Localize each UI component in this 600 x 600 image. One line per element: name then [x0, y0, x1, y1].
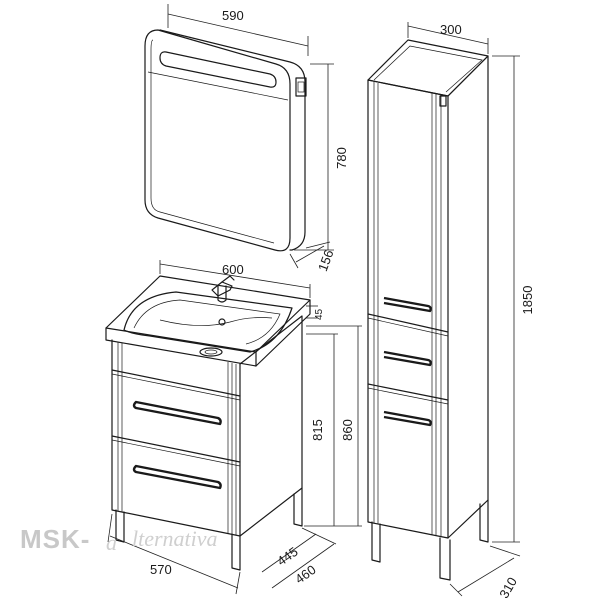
watermark-a-glyph: a: [106, 530, 117, 555]
sink-width-dimension: 600: [159, 260, 311, 298]
mirror-cabinet: [144, 29, 307, 252]
vanity-depth-dimensions: 445 460: [261, 527, 337, 589]
sink-thickness-dimension: 45: [306, 305, 325, 320]
vanity-depth-460-label: 460: [292, 562, 318, 587]
vanity-width-dimension: 570: [107, 513, 241, 595]
sink-thickness-label: 45: [314, 308, 325, 320]
vanity-unit: [105, 275, 311, 571]
vanity-height-dimensions: 815 860: [304, 325, 362, 527]
cabinet-depth-label: 310: [496, 575, 520, 600]
mirror-width-label: 590: [222, 8, 244, 23]
mirror-height-label: 780: [334, 147, 349, 169]
mirror-depth-dimension: 156: [289, 241, 337, 274]
watermark-prefix: MSK-: [20, 524, 90, 554]
vanity-height-860-label: 860: [340, 419, 355, 441]
tall-cabinet: [367, 39, 489, 581]
vanity-height-815-label: 815: [310, 419, 325, 441]
mirror-height-dimension: 780: [294, 63, 349, 251]
cabinet-width-dimension: 300: [407, 22, 489, 54]
mirror-width-dimension: 590: [167, 4, 309, 56]
sink-width-label: 600: [222, 262, 244, 277]
watermark-suffix: lternativa: [132, 526, 218, 551]
cabinet-height-dimension: 1850: [492, 55, 535, 543]
vanity-width-label: 570: [150, 562, 172, 577]
mirror-depth-label: 156: [315, 248, 337, 274]
cabinet-width-label: 300: [440, 22, 462, 37]
cabinet-depth-dimension: 310: [449, 545, 521, 600]
watermark: MSK- a lternativa: [20, 524, 218, 555]
cabinet-height-label: 1850: [520, 286, 535, 315]
